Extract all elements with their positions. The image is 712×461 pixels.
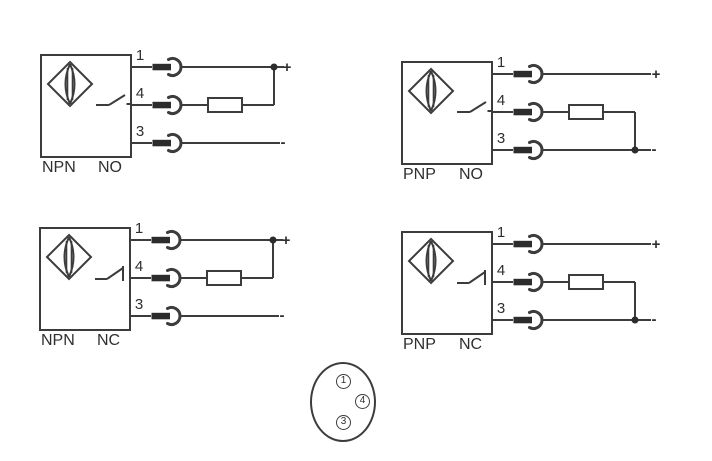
contact-type-label: NC — [459, 336, 483, 353]
plug-pin-contacts — [151, 236, 277, 320]
pin-number-3: 3 — [134, 296, 144, 313]
switch-no-icon — [457, 101, 493, 113]
diagram-npn-nc: 1 4 3 + - NPN NC — [39, 210, 339, 370]
diagram-pnp-nc: 1 4 3 + - PNP NC — [401, 214, 701, 374]
pin-number-4: 4 — [135, 85, 145, 102]
switch-no-icon — [96, 94, 132, 106]
sensor-type-label: NPN — [42, 159, 76, 176]
plug-socket-icons — [166, 230, 182, 326]
connector-pin-3: 3 — [336, 415, 351, 430]
sensor-symbol-icon — [407, 67, 455, 115]
pin-number-3: 3 — [135, 123, 145, 140]
wire-pin4 — [130, 240, 274, 279]
plus-sign: + — [651, 66, 661, 83]
connector-face — [310, 362, 376, 442]
pin-number-1: 1 — [135, 47, 145, 64]
wire-pin4 — [492, 111, 636, 150]
sensor-box — [401, 231, 493, 335]
pin-number-4: 4 — [496, 92, 506, 109]
sensor-box — [40, 54, 132, 158]
switch-nc-icon — [95, 266, 124, 281]
pin-number-1: 1 — [496, 224, 506, 241]
junction-dot — [269, 236, 277, 244]
connector-pin-1: 1 — [336, 374, 351, 389]
sensor-symbol-icon — [46, 60, 94, 108]
junction-dot — [631, 146, 639, 154]
diagram-pnp-no: 1 4 3 + - PNP NO — [401, 44, 701, 204]
wire-pin4 — [492, 281, 636, 320]
plug-pin-contacts — [513, 70, 639, 154]
sensor-type-label: PNP — [403, 336, 436, 353]
diagram-pnp-nc-graphic — [401, 231, 651, 335]
minus-sign: - — [280, 134, 286, 151]
plus-sign: + — [282, 59, 292, 76]
sensor-box — [401, 61, 493, 165]
diagram-npn-no: 1 4 3 + - NPN NO — [40, 37, 340, 197]
diagram-npn-no-graphic — [40, 54, 284, 158]
contact-type-label: NC — [97, 332, 121, 349]
wire-pin4 — [131, 67, 275, 106]
sensor-symbol-icon — [407, 237, 455, 285]
pin-number-1: 1 — [496, 54, 506, 71]
load-resistor — [568, 274, 604, 290]
plug-socket-icons — [167, 57, 183, 153]
sensor-type-label: PNP — [403, 166, 436, 183]
sensor-symbol-icon — [45, 233, 93, 281]
plus-sign: + — [281, 232, 291, 249]
connector-pin-4: 4 — [355, 394, 370, 409]
plug-pin-contacts — [152, 63, 278, 147]
sensor-type-label: NPN — [41, 332, 75, 349]
minus-sign: - — [651, 141, 657, 158]
pin-number-3: 3 — [496, 300, 506, 317]
minus-sign: - — [279, 307, 285, 324]
plug-socket-icons — [528, 234, 544, 330]
switch-nc-icon — [457, 270, 486, 285]
load-resistor — [206, 270, 242, 286]
connector-pinout: 1 4 3 — [306, 358, 396, 448]
load-resistor — [207, 97, 243, 113]
diagram-npn-nc-graphic — [39, 227, 283, 331]
pin-number-4: 4 — [496, 262, 506, 279]
pin-number-1: 1 — [134, 220, 144, 237]
plug-pin-contacts — [513, 240, 639, 324]
sensor-box — [39, 227, 131, 331]
contact-type-label: NO — [459, 166, 483, 183]
plus-sign: + — [651, 236, 661, 253]
junction-dot — [270, 63, 278, 71]
plug-socket-icons — [528, 64, 544, 160]
load-resistor — [568, 104, 604, 120]
contact-type-label: NO — [98, 159, 122, 176]
pin-number-4: 4 — [134, 258, 144, 275]
junction-dot — [631, 316, 639, 324]
pin-number-3: 3 — [496, 130, 506, 147]
diagram-pnp-no-graphic — [401, 61, 651, 165]
minus-sign: - — [651, 311, 657, 328]
